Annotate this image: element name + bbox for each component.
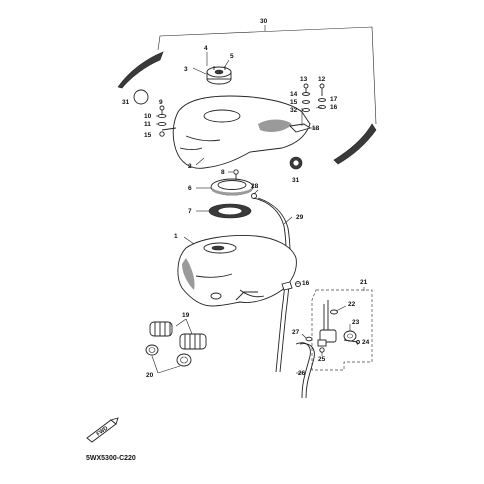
fuel-tank-1 — [177, 235, 297, 307]
callout-31-left: 31 — [122, 99, 130, 106]
callout-16-top: 16 — [330, 104, 338, 111]
lever-23 — [343, 330, 357, 342]
callout-18: 18 — [312, 125, 320, 132]
fuel-cap-assembly-3 — [206, 66, 232, 85]
callout-32: 32 — [290, 107, 298, 114]
callout-21: 21 — [360, 279, 368, 286]
flange-ring-6 — [210, 178, 254, 196]
callout-1: 1 — [174, 233, 178, 240]
diagram-code: 5WX5300-C220 — [86, 455, 136, 462]
hose-clip-25 — [319, 347, 325, 353]
callout-16-side: 16 — [302, 280, 310, 287]
collar-32 — [302, 107, 310, 113]
callout-31-right: 31 — [292, 177, 300, 184]
grommet-31-right — [289, 156, 303, 170]
bolt-12 — [319, 83, 325, 96]
callout-7: 7 — [188, 208, 192, 215]
callout-29: 29 — [296, 214, 304, 221]
washer-17 — [318, 98, 326, 102]
damper-19-right — [179, 333, 207, 350]
callout-3: 3 — [184, 66, 188, 73]
callout-27: 27 — [292, 329, 300, 336]
callout-25: 25 — [318, 356, 326, 363]
callout-14: 14 — [290, 91, 298, 98]
callout-28: 28 — [251, 183, 259, 190]
washer-14 — [302, 92, 310, 96]
callout-4: 4 — [204, 45, 208, 52]
hose-clip-27 — [305, 336, 313, 342]
emblem-31-left — [133, 89, 149, 105]
callout-13: 13 — [300, 76, 308, 83]
callout-15-left: 15 — [144, 132, 152, 139]
callout-30: 30 — [260, 18, 268, 25]
collar-20-left — [145, 344, 159, 356]
callout-6: 6 — [188, 185, 192, 192]
callout-23: 23 — [352, 319, 360, 326]
callout-5: 5 — [230, 53, 234, 60]
callout-30-bracket — [157, 25, 377, 125]
o-ring-22 — [330, 309, 338, 315]
callout-9: 9 — [159, 99, 163, 106]
callout-12: 12 — [318, 76, 326, 83]
leader-lines — [151, 52, 365, 374]
callout-2: 2 — [188, 163, 192, 170]
callout-24: 24 — [362, 339, 370, 346]
callout-19: 19 — [182, 312, 190, 319]
tank-flange-16 — [281, 281, 293, 291]
gasket-7 — [208, 203, 252, 219]
bolt-8 — [233, 169, 239, 180]
washer-11 — [157, 121, 167, 127]
damper-19-left — [149, 321, 173, 337]
fuel-cock-body — [317, 300, 337, 347]
callout-20: 20 — [146, 372, 154, 379]
washer-15-right — [302, 100, 310, 104]
callout-10: 10 — [144, 113, 152, 120]
fwd-arrow-icon: FWD — [86, 417, 119, 443]
fuel-cock-assembly-21-box — [311, 289, 373, 371]
callout-numbers: 30 4 5 3 31 9 10 11 15 13 12 14 15 32 17… — [122, 18, 370, 379]
callout-17: 17 — [330, 96, 338, 103]
callout-8: 8 — [221, 169, 225, 176]
fuel-hose-26 — [295, 342, 315, 399]
callout-15-right: 15 — [290, 99, 298, 106]
bolt-15-left — [159, 127, 177, 137]
right-side-decal — [333, 123, 377, 165]
damper-16-side — [295, 281, 301, 287]
collar-20-right — [176, 353, 192, 367]
left-side-decal — [117, 51, 164, 89]
callout-22: 22 — [348, 301, 356, 308]
callout-26: 26 — [298, 370, 306, 377]
callout-11: 11 — [144, 121, 151, 128]
washer-10 — [157, 113, 167, 119]
